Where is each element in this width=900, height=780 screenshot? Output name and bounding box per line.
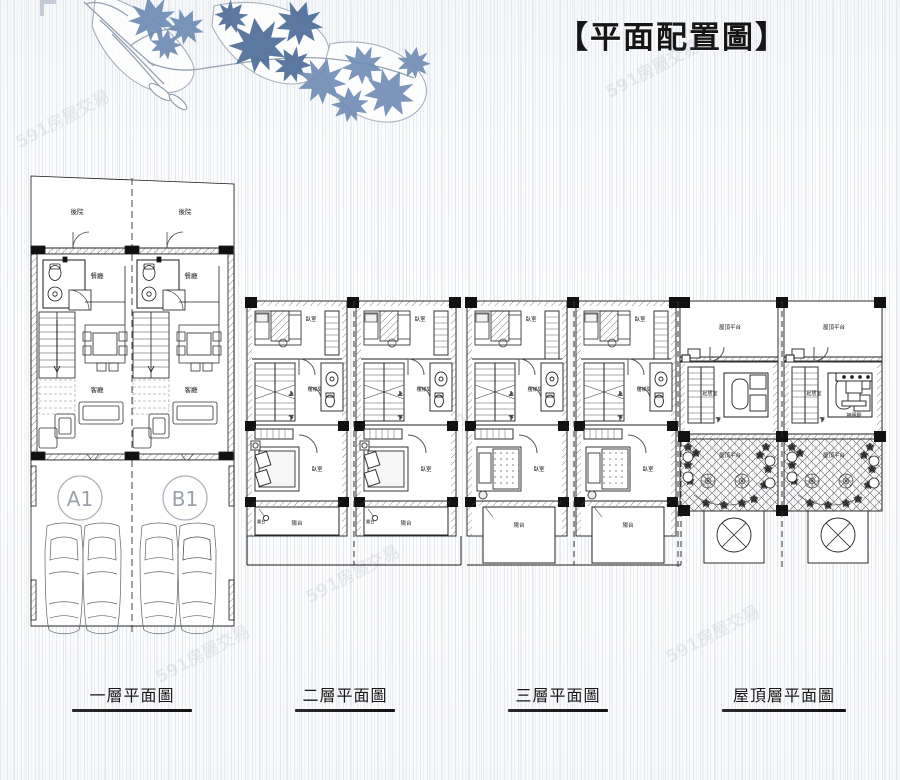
floor-caption-3-text: 三層平面圖 [515, 686, 601, 705]
unit-badge-b1: B1 [172, 487, 198, 511]
floor-plan-3[interactable]: 臥室 [463, 295, 685, 580]
caption-rule [72, 709, 192, 712]
svg-text:餐廳: 餐廳 [185, 271, 199, 280]
floor-plan-1[interactable]: 後院 後院 [25, 170, 240, 660]
svg-text:神明廳: 神明廳 [846, 412, 861, 419]
caption-rule [508, 709, 608, 712]
caption-rule [722, 709, 846, 712]
svg-text:後院: 後院 [71, 207, 85, 216]
floor-caption-roof: 屋頂層平面圖 [722, 682, 846, 712]
svg-text:後院: 後院 [179, 207, 193, 216]
floor-plan-2[interactable]: 臥室 [243, 295, 465, 580]
unit-badge-a1: A1 [67, 487, 93, 511]
caption-rule [295, 709, 395, 712]
svg-text:餐廳: 餐廳 [91, 271, 105, 280]
floor-caption-2: 二層平面圖 [295, 682, 395, 712]
floor-caption-2-text: 二層平面圖 [302, 686, 388, 705]
floor-caption-1: 一層平面圖 [72, 682, 192, 712]
floor-caption-roof-text: 屋頂層平面圖 [732, 686, 835, 705]
svg-text:客廳: 客廳 [185, 385, 199, 394]
svg-text:客廳: 客廳 [91, 385, 105, 394]
page-title: 【平面配置圖】 [557, 20, 788, 56]
floor-caption-1-text: 一層平面圖 [89, 686, 175, 705]
floor-plan-roof[interactable]: 屋頂平台 [676, 295, 888, 580]
floor-caption-3: 三層平面圖 [508, 682, 608, 712]
